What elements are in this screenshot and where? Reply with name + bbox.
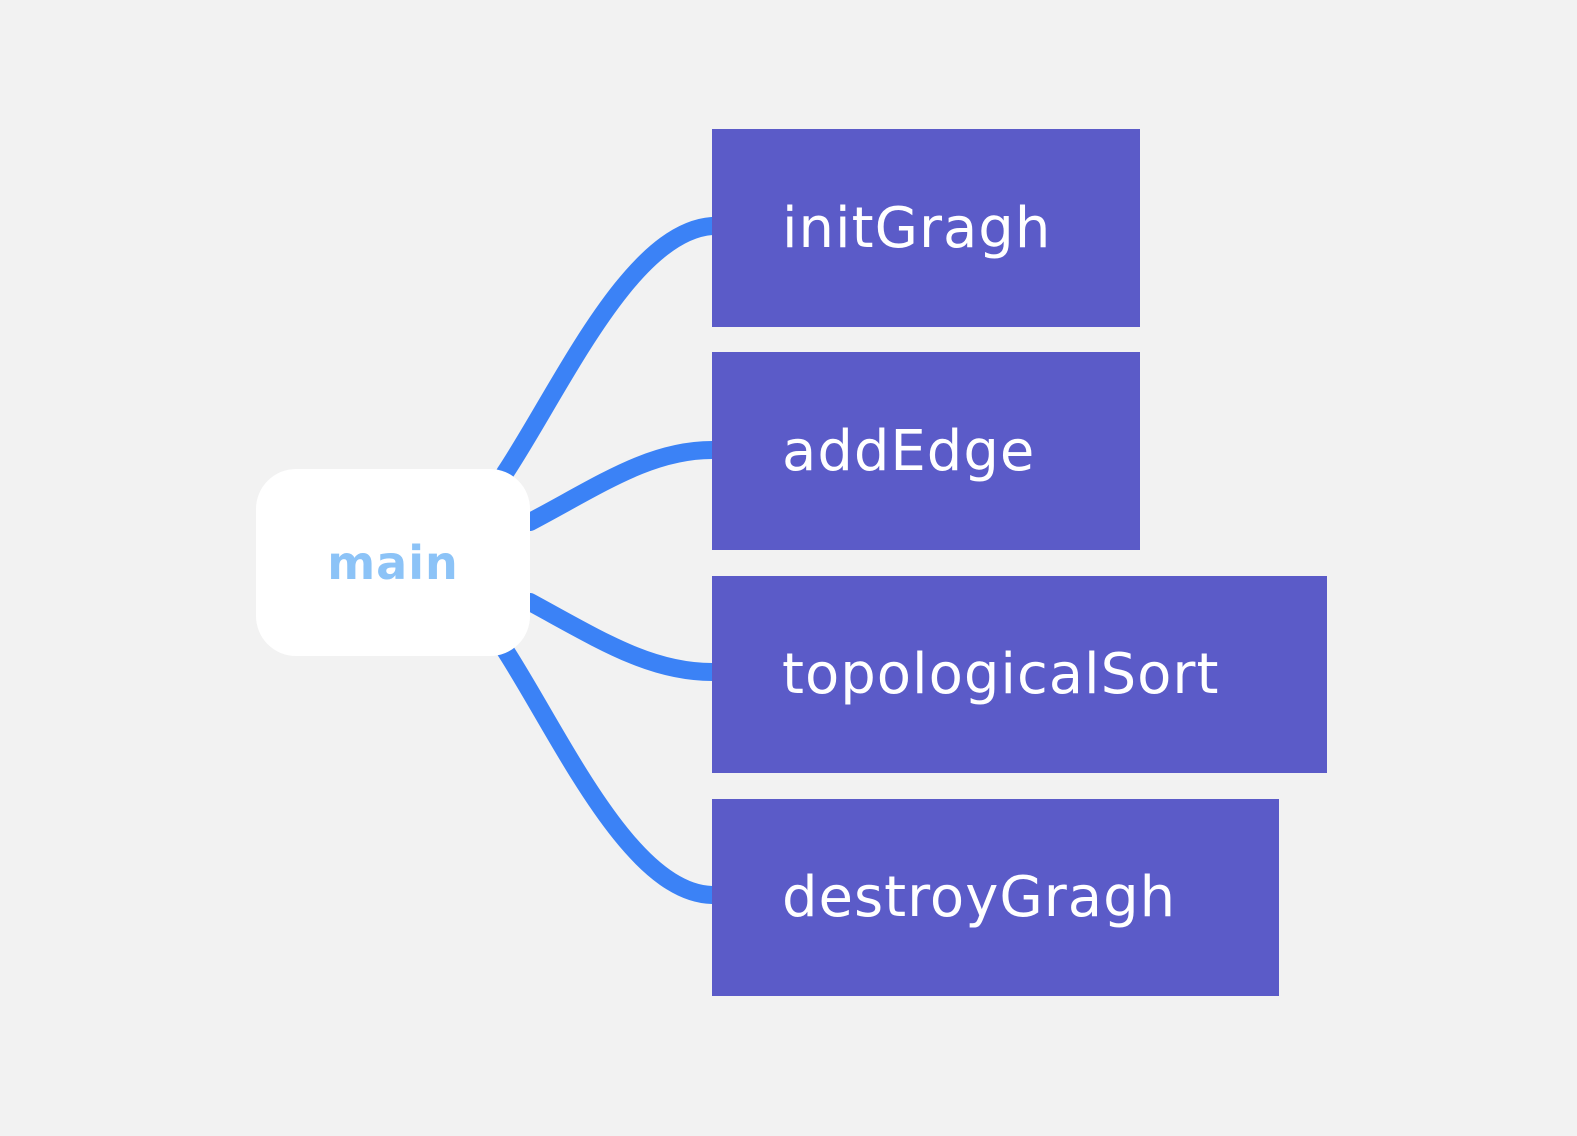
child-node-destroygragh[interactable]: destroyGragh [712, 799, 1279, 996]
child-node-label: addEdge [782, 418, 1036, 484]
connector-destroygragh [496, 641, 721, 904]
root-node-main[interactable]: main [256, 469, 530, 656]
connector-topologicalsort [521, 593, 721, 681]
child-node-initgragh[interactable]: initGragh [712, 129, 1140, 327]
connector-addedge [521, 441, 721, 531]
child-node-topologicalsort[interactable]: topologicalSort [712, 576, 1327, 773]
child-node-label: initGragh [782, 195, 1052, 261]
child-node-addedge[interactable]: addEdge [712, 352, 1140, 550]
connector-initgragh [496, 217, 721, 482]
root-node-label: main [327, 535, 459, 590]
child-node-label: topologicalSort [782, 642, 1220, 707]
child-node-label: destroyGragh [782, 865, 1177, 930]
